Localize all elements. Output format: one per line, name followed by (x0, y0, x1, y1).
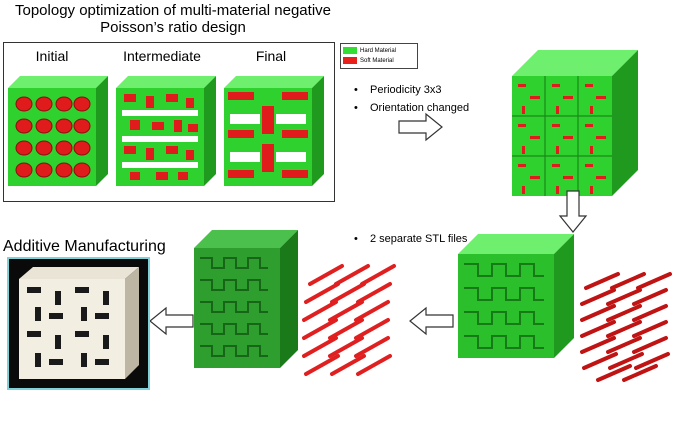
legend-hard-label: Hard Material (360, 47, 397, 54)
soft-material-swatch (343, 57, 357, 64)
bullet-orientation: Orientation changed (352, 102, 502, 114)
printed-sample-image (19, 267, 139, 379)
legend-hard-entry: Hard Material (343, 46, 396, 55)
periodic-lattice-3x3 (512, 50, 638, 196)
legend-soft-label: Soft Material (360, 57, 394, 64)
bullet-stl-files: 2 separate STL files (352, 233, 512, 245)
bullets-mid: 2 separate STL files (352, 233, 512, 251)
arrow-down-icon (558, 190, 588, 233)
bullets-top: Periodicity 3x3 Orientation changed (352, 84, 502, 120)
bullet-periodicity: Periodicity 3x3 (352, 84, 502, 96)
hard-material-swatch (343, 47, 357, 54)
stage-label-intermediate: Intermediate (123, 48, 201, 64)
material-legend: Hard Material Soft Material (340, 43, 418, 69)
hard-material-lattice-left (194, 230, 298, 368)
arrow-right-icon (398, 112, 443, 142)
arrow-left-icon (409, 306, 454, 336)
intermediate-design-cube (116, 76, 216, 186)
hard-material-lattice (458, 234, 574, 358)
arrow-left-icon-2 (149, 306, 194, 336)
soft-material-lattice-right (580, 272, 672, 382)
final-design-cube (224, 76, 324, 186)
title-line-2: Poisson’s ratio design (100, 19, 246, 36)
additive-manufacturing-title: Additive Manufacturing (3, 238, 166, 255)
stage-label-initial: Initial (35, 48, 69, 64)
stage-label-final: Final (255, 48, 287, 64)
printed-sample-photo (7, 257, 150, 390)
title-line-1: Topology optimization of multi-material … (15, 2, 331, 19)
legend-soft-entry: Soft Material (343, 56, 394, 65)
initial-design-cube (8, 76, 108, 186)
figure-title: Topology optimization of multi-material … (0, 2, 346, 36)
soft-material-lattice-middle (302, 264, 396, 376)
